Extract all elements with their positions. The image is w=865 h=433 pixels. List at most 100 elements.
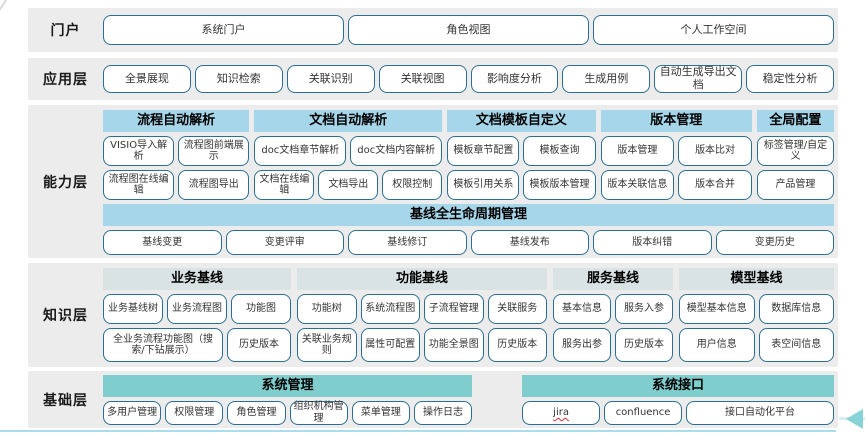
module-button[interactable]: 模板查询 — [523, 136, 596, 166]
module-button[interactable]: 历史版本 — [615, 328, 673, 362]
module-button-label: 模板章节配置 — [453, 145, 514, 157]
module-button[interactable]: 流程图导出 — [178, 170, 250, 200]
button-row: 模型基本信息数据库信息 — [679, 294, 834, 324]
module-button-label: 角色视图 — [446, 22, 491, 36]
module-button[interactable]: 关联业务规则 — [297, 328, 357, 362]
module-button[interactable]: 属性可配置 — [360, 328, 420, 362]
module-button[interactable]: 产品管理 — [756, 170, 834, 200]
module-button[interactable]: 角色视图 — [348, 15, 589, 45]
module-button[interactable]: 功能图 — [231, 294, 291, 324]
module-button[interactable]: 知识检索 — [194, 65, 283, 93]
module-button[interactable]: 服务出参 — [553, 328, 611, 362]
group-header: 版本管理 — [600, 110, 752, 132]
module-button[interactable]: 菜单管理 — [351, 400, 410, 425]
module-button[interactable]: 流程图前端展示 — [178, 136, 250, 166]
module-button[interactable]: 变更历史 — [715, 230, 834, 255]
module-button[interactable]: 全业务流程功能图（搜索/下钻展示） — [103, 328, 223, 362]
module-button[interactable]: 子流程管理 — [424, 294, 484, 324]
module-button[interactable]: 模型基本信息 — [679, 294, 755, 324]
module-button-label: 文档导出 — [328, 179, 369, 191]
layer-label-capability: 能力层 — [43, 174, 88, 191]
module-button[interactable]: 基本信息 — [553, 294, 611, 324]
module-button[interactable]: 基线变更 — [103, 230, 222, 255]
module-button[interactable]: 系统流程图 — [360, 294, 420, 324]
module-button[interactable]: 文档导出 — [318, 170, 379, 200]
module-group: 文档模板自定义模板章节配置模板查询模板引用关系模板版本管理 — [447, 110, 596, 200]
module-button[interactable]: 权限控制 — [382, 170, 443, 200]
module-button-label: 产品管理 — [775, 179, 816, 191]
module-button[interactable]: 版本合并 — [678, 170, 752, 200]
module-button[interactable]: 基线修订 — [348, 230, 467, 255]
module-button[interactable]: 模板章节配置 — [447, 136, 520, 166]
module-button[interactable]: 模板引用关系 — [447, 170, 520, 200]
module-button[interactable]: 表空间信息 — [758, 328, 834, 362]
module-button-label: confluence — [615, 406, 671, 418]
button-row: 版本关联信息版本合并 — [600, 170, 752, 200]
module-button[interactable]: 版本管理 — [600, 136, 675, 166]
module-button[interactable]: 历史版本 — [227, 328, 291, 362]
module-button-label: 服务入参 — [624, 303, 664, 315]
module-button[interactable]: 影响度分析 — [470, 65, 559, 93]
module-button[interactable]: 功能全景图 — [424, 328, 484, 362]
module-button[interactable]: 版本比对 — [678, 136, 752, 166]
layer-label-portal: 门户 — [50, 23, 81, 39]
module-button[interactable]: 关联服务 — [487, 294, 547, 324]
module-button[interactable]: 基线发布 — [470, 230, 589, 255]
module-button[interactable]: 版本关联信息 — [600, 170, 675, 200]
bottom-accent-line — [0, 430, 836, 432]
module-button[interactable]: 关联识别 — [286, 65, 375, 93]
module-button-label: jira — [553, 406, 569, 418]
button-row: 关联业务规则属性可配置功能全景图历史版本 — [297, 328, 547, 362]
module-button-label: 全景展现 — [124, 71, 169, 85]
module-button[interactable]: 自动生成导出文档 — [654, 65, 743, 93]
button-row: 服务出参历史版本 — [553, 328, 673, 362]
module-button[interactable]: 标签管理/自定义 — [756, 136, 834, 166]
module-button[interactable]: VISIO导入解析 — [103, 136, 175, 166]
module-button[interactable]: 多用户管理 — [103, 400, 162, 425]
module-button[interactable]: 版本纠错 — [593, 230, 712, 255]
module-button[interactable]: 数据库信息 — [758, 294, 834, 324]
module-button[interactable]: 用户信息 — [679, 328, 755, 362]
module-button[interactable]: doc文档内容解析 — [350, 136, 443, 166]
module-button-label: 菜单管理 — [360, 406, 401, 418]
module-button[interactable]: 业务流程图 — [167, 294, 227, 324]
module-button[interactable]: 业务基线树 — [103, 294, 163, 324]
module-button-label: 版本比对 — [695, 145, 736, 157]
layer-band-knowledge: 知识层 业务基线业务基线树业务流程图功能图全业务流程功能图（搜索/下钻展示）历史… — [28, 263, 838, 367]
module-button-label: 关联识别 — [308, 71, 353, 85]
module-button[interactable]: 关联视图 — [378, 65, 467, 93]
module-button[interactable]: 文档在线编辑 — [254, 170, 315, 200]
module-button[interactable]: doc文档章节解析 — [254, 136, 347, 166]
module-button[interactable]: 系统门户 — [103, 15, 344, 45]
module-button[interactable]: 组织机构管理 — [289, 400, 348, 425]
module-button[interactable]: 生成用例 — [562, 65, 651, 93]
module-button[interactable]: 稳定性分析 — [746, 65, 834, 93]
module-button-label: 变更评审 — [264, 236, 305, 248]
module-button[interactable]: 角色管理 — [227, 400, 286, 425]
module-button[interactable]: 模板版本管理 — [523, 170, 596, 200]
module-button[interactable]: 历史版本 — [487, 328, 547, 362]
module-button[interactable]: 个人工作空间 — [593, 15, 834, 45]
module-button[interactable]: 变更评审 — [225, 230, 344, 255]
module-button[interactable]: 服务入参 — [615, 294, 673, 324]
left-arrow-icon — [846, 409, 863, 429]
module-button[interactable]: 接口自动化平台 — [686, 400, 835, 425]
module-button[interactable]: 操作日志 — [413, 400, 473, 425]
layer-band-application: 应用层 全景展现知识检索关联识别关联视图影响度分析生成用例自动生成导出文档稳定性… — [28, 58, 838, 100]
module-button[interactable]: jira — [522, 400, 601, 425]
module-button[interactable]: 权限管理 — [165, 400, 224, 425]
module-button[interactable]: confluence — [604, 400, 683, 425]
module-group: 全局配置标签管理/自定义产品管理 — [756, 110, 834, 200]
module-button-label: 模型基本信息 — [686, 303, 747, 315]
group-header: 文档模板自定义 — [447, 110, 596, 132]
button-row: doc文档章节解析 doc文档内容解析 — [254, 136, 443, 166]
module-button[interactable]: 功能树 — [297, 294, 357, 324]
module-button-label: doc文档章节解析 — [261, 145, 340, 157]
module-button-label: 基本信息 — [562, 303, 602, 315]
module-button-label: 基线修订 — [387, 236, 428, 248]
module-button[interactable]: 全景展现 — [103, 65, 191, 93]
module-button[interactable]: 流程图在线编辑 — [103, 170, 175, 200]
module-button-label: 版本关联信息 — [607, 179, 668, 191]
